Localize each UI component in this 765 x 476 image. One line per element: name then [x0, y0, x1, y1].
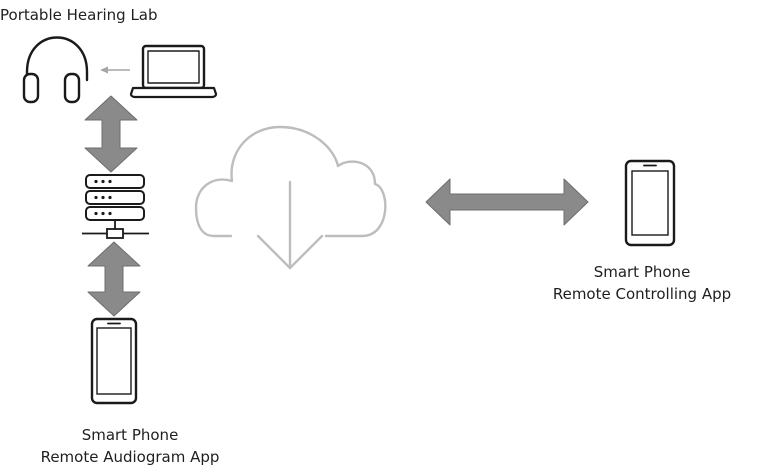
- thin-arrow-laptop-to-headphones: [100, 66, 130, 74]
- laptop-icon: [129, 44, 218, 99]
- server-icon: [82, 174, 149, 239]
- diagram-title: Portable Hearing Lab: [0, 4, 220, 26]
- audiogram-phone-label: Smart Phone Remote Audiogram App: [10, 424, 250, 468]
- bidirectional-arrow-headphones-server: [84, 95, 138, 173]
- headphones-icon: [22, 36, 89, 104]
- bidirectional-arrow-server-phone: [87, 241, 141, 317]
- smartphone-icon: [624, 159, 676, 247]
- audiogram-phone-label-line2: Remote Audiogram App: [40, 448, 220, 466]
- remote-phone-label-line2: Remote Controlling App: [552, 285, 732, 303]
- remote-phone-label: Smart Phone Remote Controlling App: [522, 261, 762, 305]
- cloud-download-icon: [194, 125, 387, 270]
- audiogram-phone-label-line1: Smart Phone: [81, 426, 179, 444]
- bidirectional-arrow-cloud-remote-phone: [425, 178, 589, 226]
- title-text: Portable Hearing Lab: [0, 6, 158, 24]
- remote-phone-label-line1: Smart Phone: [593, 263, 691, 281]
- smartphone-icon: [90, 317, 138, 405]
